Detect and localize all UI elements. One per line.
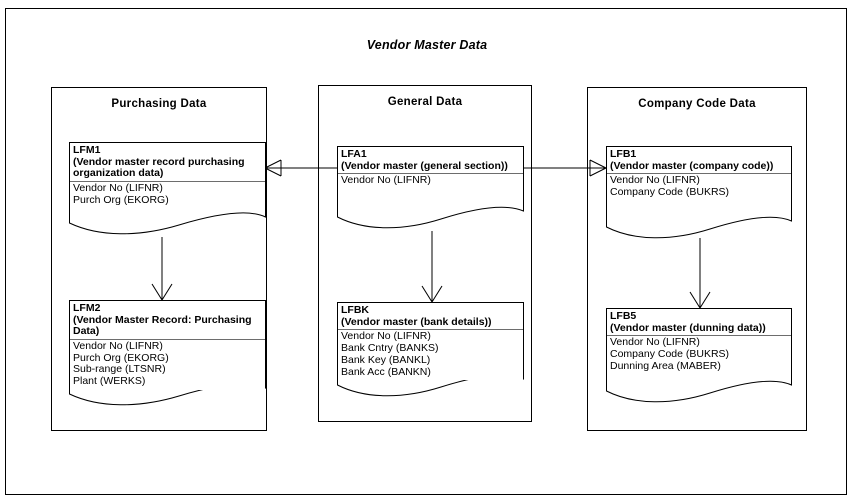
entity-code-lfbk: LFBK [341, 304, 369, 316]
entity-desc-lfm1: (Vendor master record purchasing [73, 155, 245, 168]
entity-code-lfm1: LFM1 [73, 144, 101, 156]
entity-fields-lfb5: Vendor No (LIFNR) Company Code (BUKRS) D… [607, 336, 791, 375]
entity-fields-lfb1: Vendor No (LIFNR) Company Code (BUKRS) [607, 174, 791, 201]
page-title: Vendor Master Data [366, 38, 488, 52]
field-row: Vendor No (LIFNR) [341, 330, 431, 343]
outer-frame [5, 8, 847, 495]
field-row: Bank Key (BANKL) [341, 353, 431, 366]
group-title-company-code: Company Code Data [638, 98, 756, 110]
group-title-general: General Data [387, 96, 463, 108]
entity-code-lfb1: LFB1 [610, 148, 637, 160]
entity-code-lfb5: LFB5 [610, 310, 637, 322]
entity-lfm1[interactable]: LFM1 (Vendor master record purchasing or… [69, 142, 266, 237]
entity-lfb5[interactable]: LFB5 (Vendor master (dunning data)) Vend… [606, 308, 792, 403]
field-row: Bank Acc (BANKN) [341, 365, 431, 378]
group-box-general: General Data [318, 85, 532, 422]
torn-edge-lfa1 [337, 198, 524, 232]
field-row: Company Code (BUKRS) [610, 347, 730, 360]
entity-fields-lfm2: Vendor No (LIFNR) Purch Org (EKORG) Sub-… [70, 339, 265, 390]
field-row: Bank Cntry (BANKS) [341, 341, 439, 354]
field-row: Company Code (BUKRS) [610, 185, 730, 198]
entity-lfa1[interactable]: LFA1 (Vendor master (general section)) V… [337, 146, 524, 231]
torn-edge-lfb5 [606, 372, 792, 406]
entity-fields-lfm1: Vendor No (LIFNR) Purch Org (EKORG) [70, 181, 265, 209]
entity-desc-lfa1: (Vendor master (general section)) [341, 159, 508, 172]
entity-header-lfbk: LFBK (Vendor master (bank details)) [338, 303, 523, 331]
entity-header-lfb5: LFB5 (Vendor master (dunning data)) [607, 309, 791, 337]
entity-desc-lfb5: (Vendor master (dunning data)) [610, 321, 766, 334]
torn-edge-lfb1 [606, 208, 792, 242]
relationship-lfa1-lfbk [421, 218, 443, 303]
group-box-company-code: Company Code Data [587, 87, 807, 431]
relationship-lfa1-lfm1 [264, 159, 337, 177]
entity-code-lfa1: LFA1 [341, 148, 367, 160]
field-row: Vendor No (LIFNR) [610, 174, 700, 187]
entity-code-lfm2: LFM2 [73, 302, 101, 314]
field-row: Plant (WERKS) [73, 375, 146, 388]
group-box-purchasing: Purchasing Data [51, 87, 267, 431]
entity-desc2-lfm1: organization data) [73, 167, 164, 180]
entity-desc-lfm2: (Vendor Master Record: Purchasing [73, 313, 252, 326]
field-row: Vendor No (LIFNR) [341, 174, 431, 187]
relationship-lfa1-lfb1 [524, 159, 607, 177]
entity-fields-lfa1: Vendor No (LIFNR) [338, 174, 523, 189]
entity-fields-lfbk: Vendor No (LIFNR) Bank Cntry (BANKS) Ban… [338, 330, 523, 381]
entity-lfm2[interactable]: LFM2 (Vendor Master Record: Purchasing D… [69, 300, 266, 406]
field-row: Purch Org (EKORG) [73, 351, 169, 364]
entity-lfbk[interactable]: LFBK (Vendor master (bank details)) Vend… [337, 302, 524, 402]
entity-header-lfm1: LFM1 (Vendor master record purchasing or… [70, 143, 265, 182]
field-row: Sub-range (LTSNR) [73, 363, 166, 376]
group-title-purchasing: Purchasing Data [111, 98, 207, 110]
field-row: Vendor No (LIFNR) [73, 181, 163, 194]
field-row: Purch Org (EKORG) [73, 193, 169, 206]
torn-edge-lfm1 [69, 203, 266, 237]
entity-desc-lfb1: (Vendor master (company code)) [610, 159, 774, 172]
entity-header-lfa1: LFA1 (Vendor master (general section)) [338, 147, 523, 175]
field-row: Dunning Area (MABER) [610, 359, 721, 372]
entity-desc2-lfm2: Data) [73, 325, 100, 338]
entity-header-lfm2: LFM2 (Vendor Master Record: Purchasing D… [70, 301, 265, 340]
entity-header-lfb1: LFB1 (Vendor master (company code)) [607, 147, 791, 175]
field-row: Vendor No (LIFNR) [73, 339, 163, 352]
field-row: Vendor No (LIFNR) [610, 336, 700, 349]
entity-lfb1[interactable]: LFB1 (Vendor master (company code)) Vend… [606, 146, 792, 239]
entity-desc-lfbk: (Vendor master (bank details)) [341, 315, 492, 328]
